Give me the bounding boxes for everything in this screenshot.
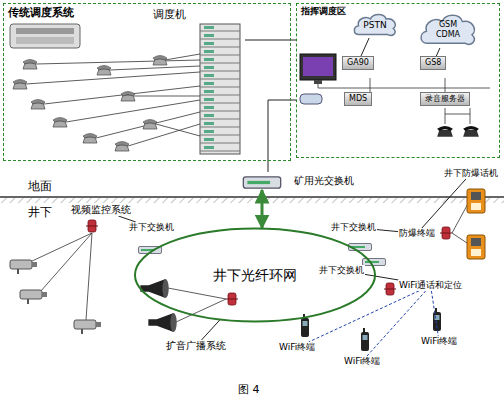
system-label: 视频监控系统 xyxy=(70,204,132,216)
node-text: 井下交换机 xyxy=(331,222,376,233)
connector xyxy=(377,230,398,232)
node-text: WiFi通话和定位 xyxy=(399,280,462,291)
switch-label: 井下交换机 xyxy=(128,222,175,233)
node-text: 指挥调度区 xyxy=(297,4,499,19)
wifi-terminal-label: WiFi终端 xyxy=(343,356,381,367)
figure-caption: 图 4 xyxy=(238,382,260,397)
connector xyxy=(309,291,419,342)
ground-label: 地面 xyxy=(28,178,52,195)
node-text: WiFi终端 xyxy=(279,342,315,353)
phone-label: 井下防爆话机 xyxy=(443,168,499,179)
device-box: GS8 xyxy=(420,56,446,70)
switch-label: 井下交换机 xyxy=(318,265,365,276)
connector xyxy=(361,38,369,56)
node-text: 调度机 xyxy=(153,8,242,21)
switch-label: 井下交换机 xyxy=(330,222,377,233)
connector xyxy=(202,320,220,340)
connector xyxy=(261,190,264,228)
node-text: 防爆终端 xyxy=(399,228,435,239)
node-text: MDS xyxy=(349,94,367,104)
node-text: 井下交换机 xyxy=(319,265,364,276)
connector xyxy=(245,40,296,41)
connector xyxy=(365,274,399,280)
device-box: GA90 xyxy=(342,56,374,70)
node-text: 井下交换机 xyxy=(129,222,174,233)
node-text: PSTN xyxy=(363,20,386,31)
ground-label: 井下 xyxy=(28,204,52,221)
node-text: GS8 xyxy=(425,58,441,68)
wifi-label: WiFi通话和定位 xyxy=(398,280,463,291)
system-region: 传统调度系统调度机 xyxy=(3,3,291,161)
connector xyxy=(268,100,296,172)
connector xyxy=(367,291,426,356)
node-text: 井下防爆话机 xyxy=(444,168,498,179)
node-text: 传统调度系统 xyxy=(4,4,290,21)
device-box: MDS xyxy=(344,92,372,106)
node-text: WiFi终端 xyxy=(421,336,457,347)
system-label: 扩音广播系统 xyxy=(165,340,227,352)
node-text: WiFi终端 xyxy=(344,356,380,367)
switch-label: 矿用光交换机 xyxy=(232,172,356,190)
device-box: 录音服务器 xyxy=(420,92,470,106)
wifi-terminal-label: WiFi终端 xyxy=(278,342,316,353)
node-text: GA90 xyxy=(347,58,369,68)
network-cloud: PSTN xyxy=(352,12,398,38)
node-text: 扩音广播系统 xyxy=(166,340,226,352)
dispatcher-rack: 调度机 xyxy=(150,6,245,156)
connector xyxy=(436,48,440,56)
command-region: 指挥调度区PSTN GSM CDMA GA90 GS8MDS 录音服务器 xyxy=(296,3,500,158)
connector xyxy=(422,179,466,228)
node-text: 视频监控系统 xyxy=(71,204,131,216)
node-text: 井下光纤环网 xyxy=(213,267,297,284)
wifi-terminal-label: WiFi终端 xyxy=(420,336,458,347)
node-text: GSM CDMA xyxy=(431,20,465,39)
connector xyxy=(431,291,438,336)
terminal-label: 防爆终端 xyxy=(398,228,436,239)
node-text: 录音服务器 xyxy=(425,94,465,104)
node-text: 矿用光交换机 xyxy=(294,175,354,187)
network-cloud: GSM CDMA xyxy=(418,12,478,48)
